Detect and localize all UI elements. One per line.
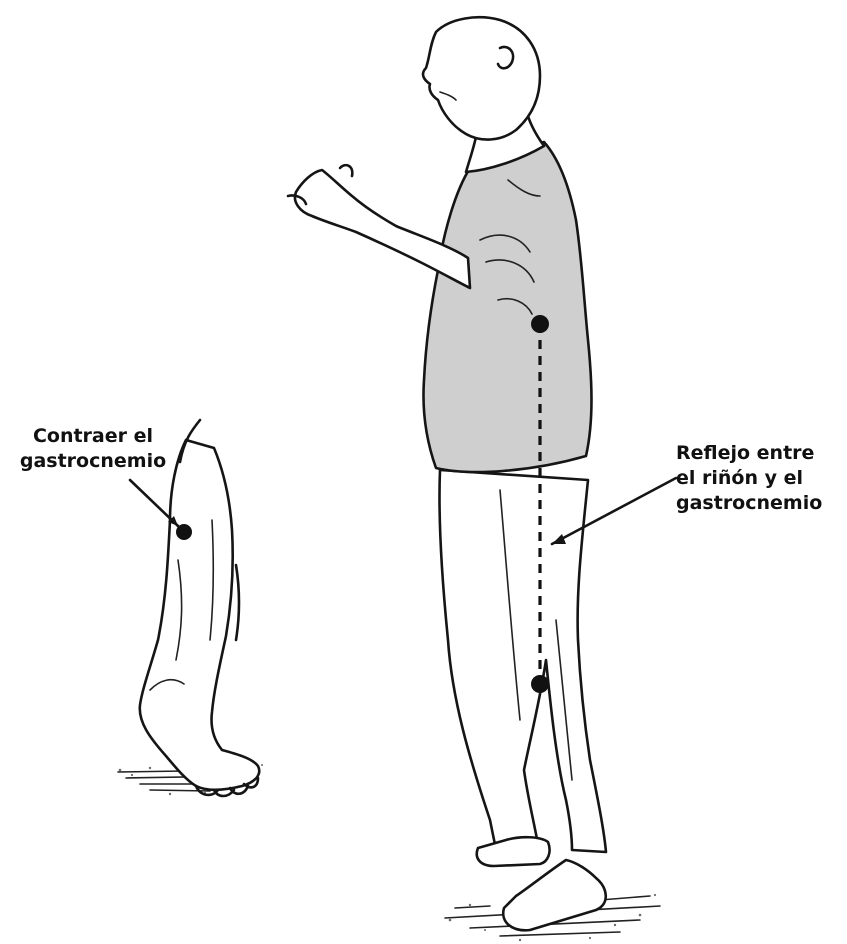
tiptoe-leg-drawing (118, 420, 263, 796)
kidney-point (531, 315, 549, 333)
front-shoe (503, 860, 606, 930)
calf-and-foot-outline (140, 440, 259, 790)
forearm-and-hand (295, 170, 470, 288)
calf-contraction-label-line2: gastrocnemio (8, 449, 178, 474)
kidney-calf-reflex-label-line1: Reflejo entre (676, 441, 846, 466)
calf-contraction-label-line1: Contraer el (8, 424, 178, 449)
kidney-calf-reflex-label-line3: gastrocnemio (676, 491, 846, 516)
head (423, 17, 540, 139)
calf-contraction-label: Contraer el gastrocnemio (8, 424, 178, 474)
calf-contraction-point (176, 524, 192, 540)
back-shoe (477, 837, 550, 866)
calf-point (531, 675, 549, 693)
kidney-calf-reflex-label-line2: el riñón y el (676, 466, 846, 491)
standing-man-drawing (288, 17, 660, 941)
shirt (424, 142, 592, 472)
kidney-calf-reflex-label: Reflejo entre el riñón y el gastrocnemio (676, 441, 846, 516)
